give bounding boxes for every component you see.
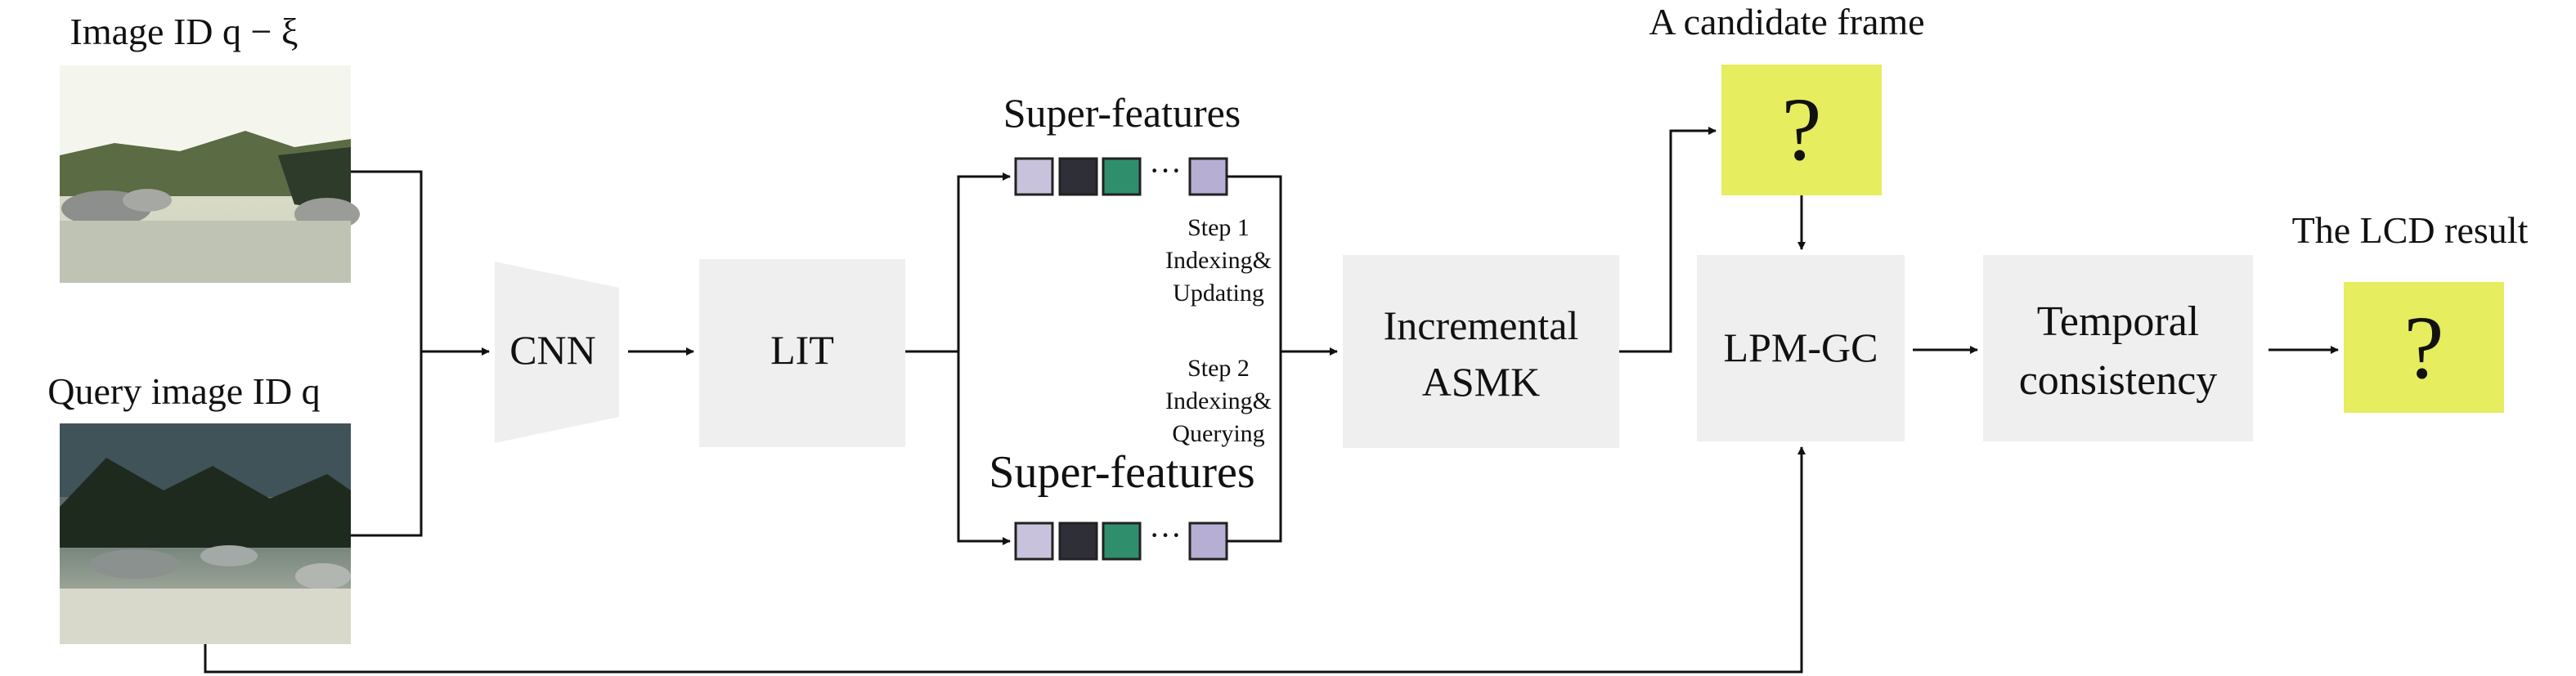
lcd-result-question-mark: ? (2404, 298, 2444, 397)
arrow-to-bottom-features (957, 351, 1011, 545)
step2-annotation: Step 2 Indexing& Querying (1165, 355, 1272, 447)
top-features-connector (1227, 175, 1282, 351)
temporal-label-line2: consistency (2019, 357, 2218, 404)
lpm-gc-block (1697, 255, 1905, 441)
bottom-features-connector (1227, 351, 1282, 543)
step2-title: Step 2 (1187, 355, 1250, 382)
feature-ellipsis: ··· (1149, 517, 1182, 553)
feature-cell (1014, 522, 1054, 561)
arrow-to-top-features (957, 172, 1011, 351)
step1-annotation: Step 1 Indexing& Updating (1165, 214, 1272, 307)
prev-image-label: Image ID q − ξ (70, 11, 298, 52)
cnn-block (495, 262, 619, 443)
step1-line3: Updating (1173, 280, 1264, 307)
feature-cell (1058, 522, 1098, 561)
feature-cell (1188, 522, 1228, 561)
step2-line2: Indexing& (1165, 387, 1272, 414)
lcd-result-box (2344, 282, 2504, 413)
query-image-label: Query image ID q (47, 370, 320, 412)
lit-label: LIT (770, 327, 834, 373)
super-features-bottom-row: ··· (1014, 517, 1228, 561)
candidate-question-mark: ? (1782, 79, 1822, 179)
lpm-gc-label: LPM-GC (1724, 325, 1878, 370)
query-image-connector (351, 351, 423, 537)
candidate-frame-box (1721, 65, 1882, 195)
candidate-frame-title: A candidate frame (1649, 1, 1924, 43)
asmk-label-line1: Incremental (1384, 302, 1579, 348)
prev-image-thumbnail (60, 65, 360, 283)
arrow-to-candidate (1619, 127, 1717, 353)
asmk-label-line2: ASMK (1422, 359, 1540, 405)
super-features-bottom-title: Super-features (989, 447, 1254, 498)
step1-line2: Indexing& (1165, 247, 1272, 274)
super-features-top-row: ··· (1014, 152, 1228, 196)
super-features-top-title: Super-features (1003, 90, 1241, 136)
feature-cell (1188, 157, 1228, 196)
prev-image-connector (351, 170, 423, 351)
lcd-result-title: The LCD result (2292, 209, 2529, 251)
lit-block (699, 259, 905, 447)
step1-title: Step 1 (1187, 214, 1250, 241)
step2-line3: Querying (1172, 420, 1264, 447)
feature-cell (1058, 157, 1098, 196)
incremental-asmk-block (1343, 255, 1619, 448)
feature-cell (1102, 157, 1142, 196)
feature-cell (1102, 522, 1142, 561)
cnn-label: CNN (509, 327, 596, 373)
query-image-thumbnail (60, 423, 351, 644)
temporal-consistency-block (1983, 255, 2253, 441)
feature-cell (1014, 157, 1054, 196)
temporal-label-line1: Temporal (2037, 298, 2200, 345)
feature-ellipsis: ··· (1149, 152, 1182, 189)
query-to-lpm-connector (204, 446, 1806, 674)
